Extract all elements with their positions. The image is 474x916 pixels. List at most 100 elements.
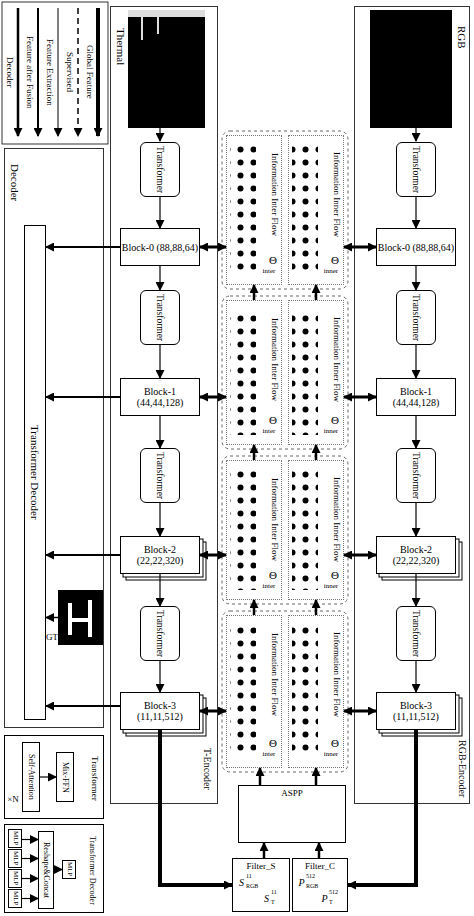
- mlp-box: MLP: [8, 829, 22, 848]
- annotation: 11: [246, 872, 262, 880]
- connector: [259, 768, 262, 785]
- connector: [415, 416, 416, 448]
- legend-sample: [37, 8, 39, 136]
- node-label: Transformer: [397, 607, 435, 660]
- annotation: inner: [320, 427, 342, 437]
- node-label: Information Inter Flow: [267, 142, 281, 246]
- annotation: inner: [320, 267, 342, 277]
- feature-block: Block-3 (11,11,512): [376, 692, 456, 730]
- connector: [46, 554, 120, 556]
- ground-truth: GT: [58, 590, 103, 645]
- concat-box: Reshape&Concat: [38, 831, 54, 909]
- legend-sample: [17, 8, 20, 136]
- connector: [159, 416, 160, 448]
- feature-block: Block-0 (88,88,64): [376, 228, 456, 266]
- connector: [344, 396, 376, 399]
- connector: [200, 710, 226, 713]
- node-label: Transformer Decoder: [81, 829, 103, 911]
- thermal-image: [128, 10, 205, 128]
- node-label: Block-3 (11,11,512): [121, 693, 199, 729]
- annotation: ×N: [5, 794, 21, 806]
- connector: [200, 396, 226, 399]
- transformer-box: Transformer: [396, 448, 436, 503]
- legend-label: Feature after Fusion: [23, 8, 36, 136]
- node-label: Information Inter Flow: [267, 307, 281, 411]
- connector: [253, 445, 256, 460]
- connector: [159, 661, 160, 692]
- node-label: Mix-FFN: [57, 753, 73, 801]
- node-label: GT: [46, 632, 58, 644]
- node-label: Block-2 (22,22,320): [377, 537, 455, 573]
- connector: [46, 396, 120, 398]
- connector: [200, 554, 226, 557]
- connector: [253, 285, 256, 300]
- fusion-frame: [222, 131, 348, 289]
- mlp-box: MLP: [62, 860, 76, 879]
- annotation: RGB: [306, 882, 324, 890]
- transformer-box: Transformer: [396, 142, 436, 197]
- feature-block: Block-2 (22,22,320): [120, 536, 200, 574]
- decoder-panel: DecoderTransformer DecoderGT: [4, 148, 104, 728]
- node-label: Information Inner Flow: [329, 307, 343, 411]
- connector: [22, 878, 38, 879]
- annotation: T: [329, 898, 347, 906]
- fusion-frame: [222, 611, 348, 772]
- transformer-box: Transformer: [140, 290, 180, 345]
- node-label: Information Inner Flow: [329, 467, 343, 571]
- connector: [348, 730, 416, 885]
- connector: [159, 197, 160, 228]
- connector: [159, 345, 160, 378]
- feature-block: Block-2 (22,22,320): [376, 536, 456, 574]
- node-label: MLP: [9, 870, 21, 887]
- transformer-box: Transformer: [396, 290, 436, 345]
- connector: [22, 858, 38, 859]
- legend-label: Decoder: [3, 8, 16, 136]
- connector: [22, 839, 38, 840]
- node-label: Filter_S: [233, 861, 289, 873]
- annotation: Θ: [328, 736, 342, 750]
- connector: [46, 617, 58, 619]
- token-dots: [292, 145, 318, 275]
- legend-label: Supervised: [63, 8, 76, 136]
- node-label: RGB: [455, 17, 469, 57]
- feature-block: Block-1 (44,44,128): [376, 378, 456, 416]
- token-dots: [292, 470, 318, 590]
- connector: [46, 246, 120, 248]
- node-label: Transformer: [141, 143, 179, 196]
- annotation: inter: [258, 267, 280, 277]
- input-arrow: [159, 128, 160, 141]
- annotation: inner: [320, 582, 342, 592]
- node-label: Transformer Decoder: [25, 226, 45, 719]
- token-dots: [230, 145, 256, 275]
- token-dots: [230, 310, 256, 435]
- connector: [415, 266, 416, 290]
- connector: [315, 445, 318, 460]
- connector: [415, 345, 416, 378]
- connector: [415, 197, 416, 228]
- annotation: 11: [271, 888, 287, 896]
- node-label: Information Inter Flow: [267, 622, 281, 726]
- connector: [54, 869, 62, 870]
- thermal-image: [157, 17, 159, 34]
- legend-label: Global Feature: [83, 8, 96, 136]
- attention-box: Self-Attention: [22, 742, 40, 812]
- feature-block: Block-1 (44,44,128): [120, 378, 200, 416]
- node-label: Reshape&Concat: [39, 832, 53, 908]
- annotation: T: [271, 898, 289, 906]
- connector: [344, 554, 376, 557]
- node-label: Transformer: [397, 143, 435, 196]
- ffn-box: Mix-FFN: [56, 752, 74, 802]
- mlp-box: MLP: [8, 849, 22, 868]
- annotation: inter: [258, 427, 280, 437]
- legend-frame: [2, 2, 108, 144]
- node-label: T-Encoder: [199, 737, 215, 801]
- node-label: Information Inter Flow: [267, 467, 281, 571]
- connector: [200, 246, 226, 249]
- transformer-legend: TransformerSelf-AttentionMix-FFN: [4, 735, 104, 819]
- token-dots: [230, 470, 256, 590]
- connector: [315, 768, 318, 785]
- annotation: Θ: [328, 253, 342, 267]
- connector: [159, 574, 160, 606]
- node-label: Block-1 (44,44,128): [121, 379, 199, 415]
- annotation: Θ: [266, 568, 280, 582]
